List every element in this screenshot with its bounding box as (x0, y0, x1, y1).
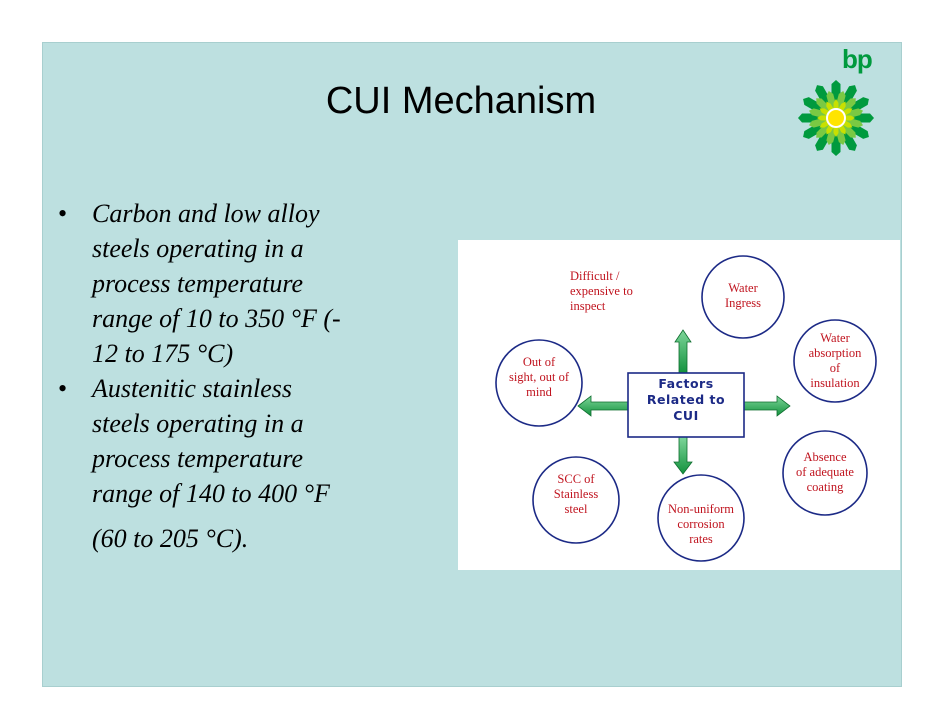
node-line: coating (806, 480, 844, 494)
bullet-marker: • (58, 199, 68, 228)
bullet-list: • Carbon and low alloy steels operating … (58, 196, 418, 556)
slide-title: CUI Mechanism (325, 80, 597, 122)
node-line: rates (689, 532, 713, 546)
node-line: mind (526, 385, 552, 399)
node-line: of (829, 361, 841, 375)
node-line: SCC of (557, 472, 595, 486)
center-label-line: Factors (658, 376, 714, 391)
node-line: Stainless (553, 487, 599, 501)
arrow-up (674, 329, 692, 374)
node-line: Ingress (724, 296, 762, 310)
node-out-of-sight: Out of sight, out of mind (494, 355, 584, 400)
node-line: Water (728, 281, 758, 295)
node-difficult-to-inspect: Difficult / expensive to inspect (570, 269, 670, 314)
circle-absence-coating (782, 430, 868, 516)
bullet-line: steels operating in a (92, 409, 304, 438)
node-line: Difficult / (570, 269, 620, 283)
center-label-line: Related to (646, 392, 726, 407)
circle-scc (532, 456, 620, 544)
sunburst-petal (843, 115, 855, 121)
sunburst-petal (817, 115, 829, 121)
sunburst-petal (833, 99, 839, 111)
arrow-left (577, 395, 629, 417)
bullet-line: Austenitic stainless (92, 374, 293, 403)
bullet-line: (60 to 205 °C). (92, 524, 249, 553)
circle-water-ingress (701, 255, 785, 339)
arrow-right (743, 395, 791, 417)
cui-factors-diagram: Factors Related to CUI Difficult / expen… (458, 240, 900, 570)
bullet-line: process temperature (92, 269, 304, 298)
node-non-uniform-corrosion: Non-uniform corrosion rates (656, 502, 746, 547)
bp-helios-sunburst-icon (798, 80, 874, 156)
sunburst-petal (816, 98, 832, 114)
bullet-item-carbon-steels: • Carbon and low alloy steels operating … (58, 196, 418, 371)
node-line: Absence (803, 450, 847, 464)
node-line: absorption (808, 346, 862, 360)
node-line: insulation (810, 376, 860, 390)
bullet-text: Carbon and low alloy steels operating in… (92, 196, 418, 371)
arrow-down (673, 436, 693, 475)
bullet-line: steels operating in a (92, 234, 304, 263)
node-line: of adequate (796, 465, 854, 479)
node-line: steel (564, 502, 588, 516)
node-line: Out of (522, 355, 556, 369)
node-line: Water (820, 331, 850, 345)
bullet-line: 12 to 175 °C) (92, 339, 234, 368)
bullet-item-austenitic-steels: • Austenitic stainless steels operating … (58, 371, 418, 556)
bullet-line: range of 10 to 350 °F (- (92, 304, 341, 333)
bullet-line: range of 140 to 400 °F (92, 479, 330, 508)
node-water-ingress: Water Ingress (703, 281, 783, 311)
circle-non-uniform (657, 474, 745, 562)
circle-out-of-sight (495, 339, 583, 427)
sunburst-petal (840, 98, 856, 114)
node-water-absorption: Water absorption of insulation (795, 331, 875, 391)
center-label: Factors Related to CUI (628, 376, 744, 424)
diagram-shapes (495, 255, 877, 562)
node-absence-coating: Absence of adequate coating (780, 450, 870, 495)
node-line: inspect (570, 299, 606, 313)
node-scc-stainless: SCC of Stainless steel (536, 472, 616, 517)
bullet-text: Austenitic stainless steels operating in… (92, 371, 418, 556)
sunburst-petal (840, 122, 856, 138)
circle-water-absorption (793, 319, 877, 403)
node-line: sight, out of (508, 370, 570, 384)
sunburst-center (826, 108, 846, 128)
bullet-line: Carbon and low alloy (92, 199, 320, 228)
bullet-line: process temperature (92, 444, 304, 473)
node-line: Non-uniform (668, 502, 734, 516)
sunburst-petal (816, 122, 832, 138)
sunburst-petal (833, 125, 839, 137)
node-line: expensive to (570, 284, 633, 298)
node-line: corrosion (677, 517, 725, 531)
bullet-marker: • (58, 374, 68, 403)
bp-logo-text: bp (842, 44, 873, 74)
center-box (627, 372, 745, 438)
center-label-line: CUI (673, 408, 699, 423)
